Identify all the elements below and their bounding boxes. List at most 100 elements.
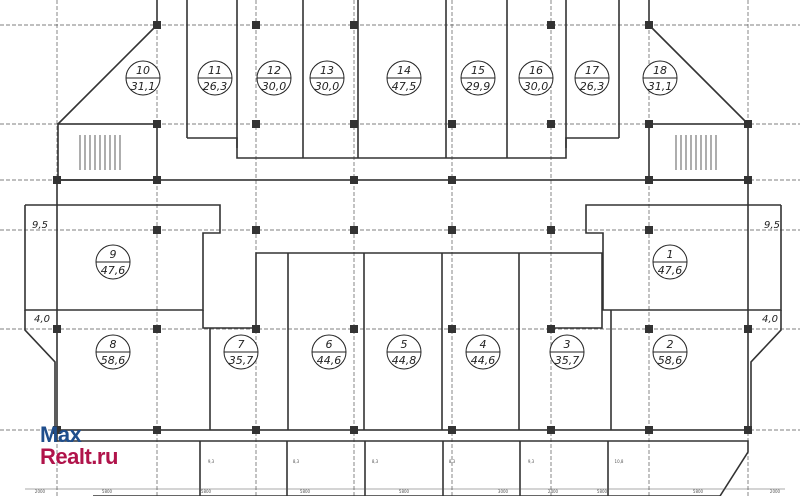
unit-number: 15 (471, 64, 485, 77)
column (53, 176, 61, 184)
column (350, 226, 358, 234)
column (53, 426, 61, 434)
terrace-area: 8,3 (449, 459, 456, 464)
unit-marker-4[interactable]: 444,6 (465, 334, 501, 370)
column (153, 426, 161, 434)
unit-marker-14[interactable]: 14 47,5 (386, 60, 422, 96)
unit-area: 26,3 (580, 80, 605, 93)
column (547, 226, 555, 234)
dimension-label: 2400 (548, 489, 559, 494)
column (252, 226, 260, 234)
unit-marker-15[interactable]: 15 29,9 (460, 60, 496, 96)
unit-marker-2[interactable]: 258,6 (652, 334, 688, 370)
column (744, 325, 752, 333)
unit-number: 10 (136, 64, 150, 77)
unit-number: 14 (397, 64, 411, 77)
unit-number: 17 (585, 64, 599, 77)
unit-area: 31,1 (648, 80, 673, 93)
unit-area: 44,6 (317, 354, 342, 367)
column (350, 426, 358, 434)
terrace-area: 8,3 (293, 459, 300, 464)
unit-number: 2 (667, 338, 674, 351)
unit-area: 35,7 (555, 354, 580, 367)
column (645, 226, 653, 234)
dimension-label: 5800 (597, 489, 608, 494)
column (252, 325, 260, 333)
unit-number: 4 (480, 338, 487, 351)
column (350, 176, 358, 184)
terrace-area: 9,3 (208, 459, 215, 464)
dimension-label: 2000 (770, 489, 781, 494)
unit-number: 6 (326, 338, 333, 351)
column (744, 120, 752, 128)
column (153, 325, 161, 333)
column (252, 21, 260, 29)
terrace-area: 9,3 (528, 459, 535, 464)
unit-marker-1[interactable]: 147,6 (652, 244, 688, 280)
column (547, 21, 555, 29)
column (153, 21, 161, 29)
unit-number: 8 (110, 338, 117, 351)
unit-marker-16[interactable]: 16 30,0 (518, 60, 554, 96)
column (645, 176, 653, 184)
balcony-area: 4,0 (34, 314, 50, 325)
unit-number: 11 (208, 64, 222, 77)
column (448, 176, 456, 184)
unit-number: 12 (267, 64, 281, 77)
unit-marker-9[interactable]: 947,6 (95, 244, 131, 280)
balcony-area: 9,5 (764, 220, 780, 231)
dimension-label: 5800 (102, 489, 113, 494)
dimension-label: 5800 (201, 489, 212, 494)
column (448, 120, 456, 128)
unit-marker-8[interactable]: 858,6 (95, 334, 131, 370)
column (744, 426, 752, 434)
unit-markers: 1031,11126,31230,01330,01447,51529,91630… (95, 60, 688, 370)
watermark-logo: Max Realt.ru (40, 424, 118, 468)
dimension-label: 5800 (693, 489, 704, 494)
dimension-label: 3000 (498, 489, 509, 494)
column (547, 325, 555, 333)
unit-marker-6[interactable]: 644,6 (311, 334, 347, 370)
unit-number: 7 (238, 338, 245, 351)
unit-area: 47,5 (392, 80, 417, 93)
walls (24, 0, 782, 496)
unit-marker-10[interactable]: 10 31,1 (125, 60, 161, 96)
watermark-line1: Max (40, 422, 82, 447)
unit-number: 3 (564, 338, 571, 351)
unit-number: 9 (110, 248, 117, 261)
unit-area: 30,0 (524, 80, 549, 93)
watermark-line2: Realt.ru (40, 444, 118, 469)
dimension-label: 5800 (300, 489, 311, 494)
column (448, 426, 456, 434)
unit-number: 1 (667, 248, 674, 261)
column (645, 325, 653, 333)
unit-marker-3[interactable]: 335,7 (549, 334, 585, 370)
column (547, 120, 555, 128)
unit-number: 16 (529, 64, 543, 77)
column (153, 176, 161, 184)
column (350, 325, 358, 333)
column (547, 426, 555, 434)
unit-number: 5 (401, 338, 408, 351)
unit-marker-17[interactable]: 17 26,3 (574, 60, 610, 96)
unit-area: 47,6 (101, 264, 126, 277)
unit-marker-11[interactable]: 11 26,3 (197, 60, 233, 96)
unit-marker-5[interactable]: 544,8 (386, 334, 422, 370)
column (645, 21, 653, 29)
unit-number: 13 (320, 64, 334, 77)
unit-area: 58,6 (658, 354, 683, 367)
column (645, 426, 653, 434)
columns (53, 21, 752, 434)
dimension-label: 5800 (399, 489, 410, 494)
balcony-area: 9,5 (32, 220, 48, 231)
unit-area: 29,9 (466, 80, 491, 93)
unit-marker-7[interactable]: 735,7 (223, 334, 259, 370)
unit-area: 26,3 (203, 80, 228, 93)
unit-area: 31,1 (131, 80, 156, 93)
column (153, 120, 161, 128)
unit-area: 35,7 (229, 354, 254, 367)
